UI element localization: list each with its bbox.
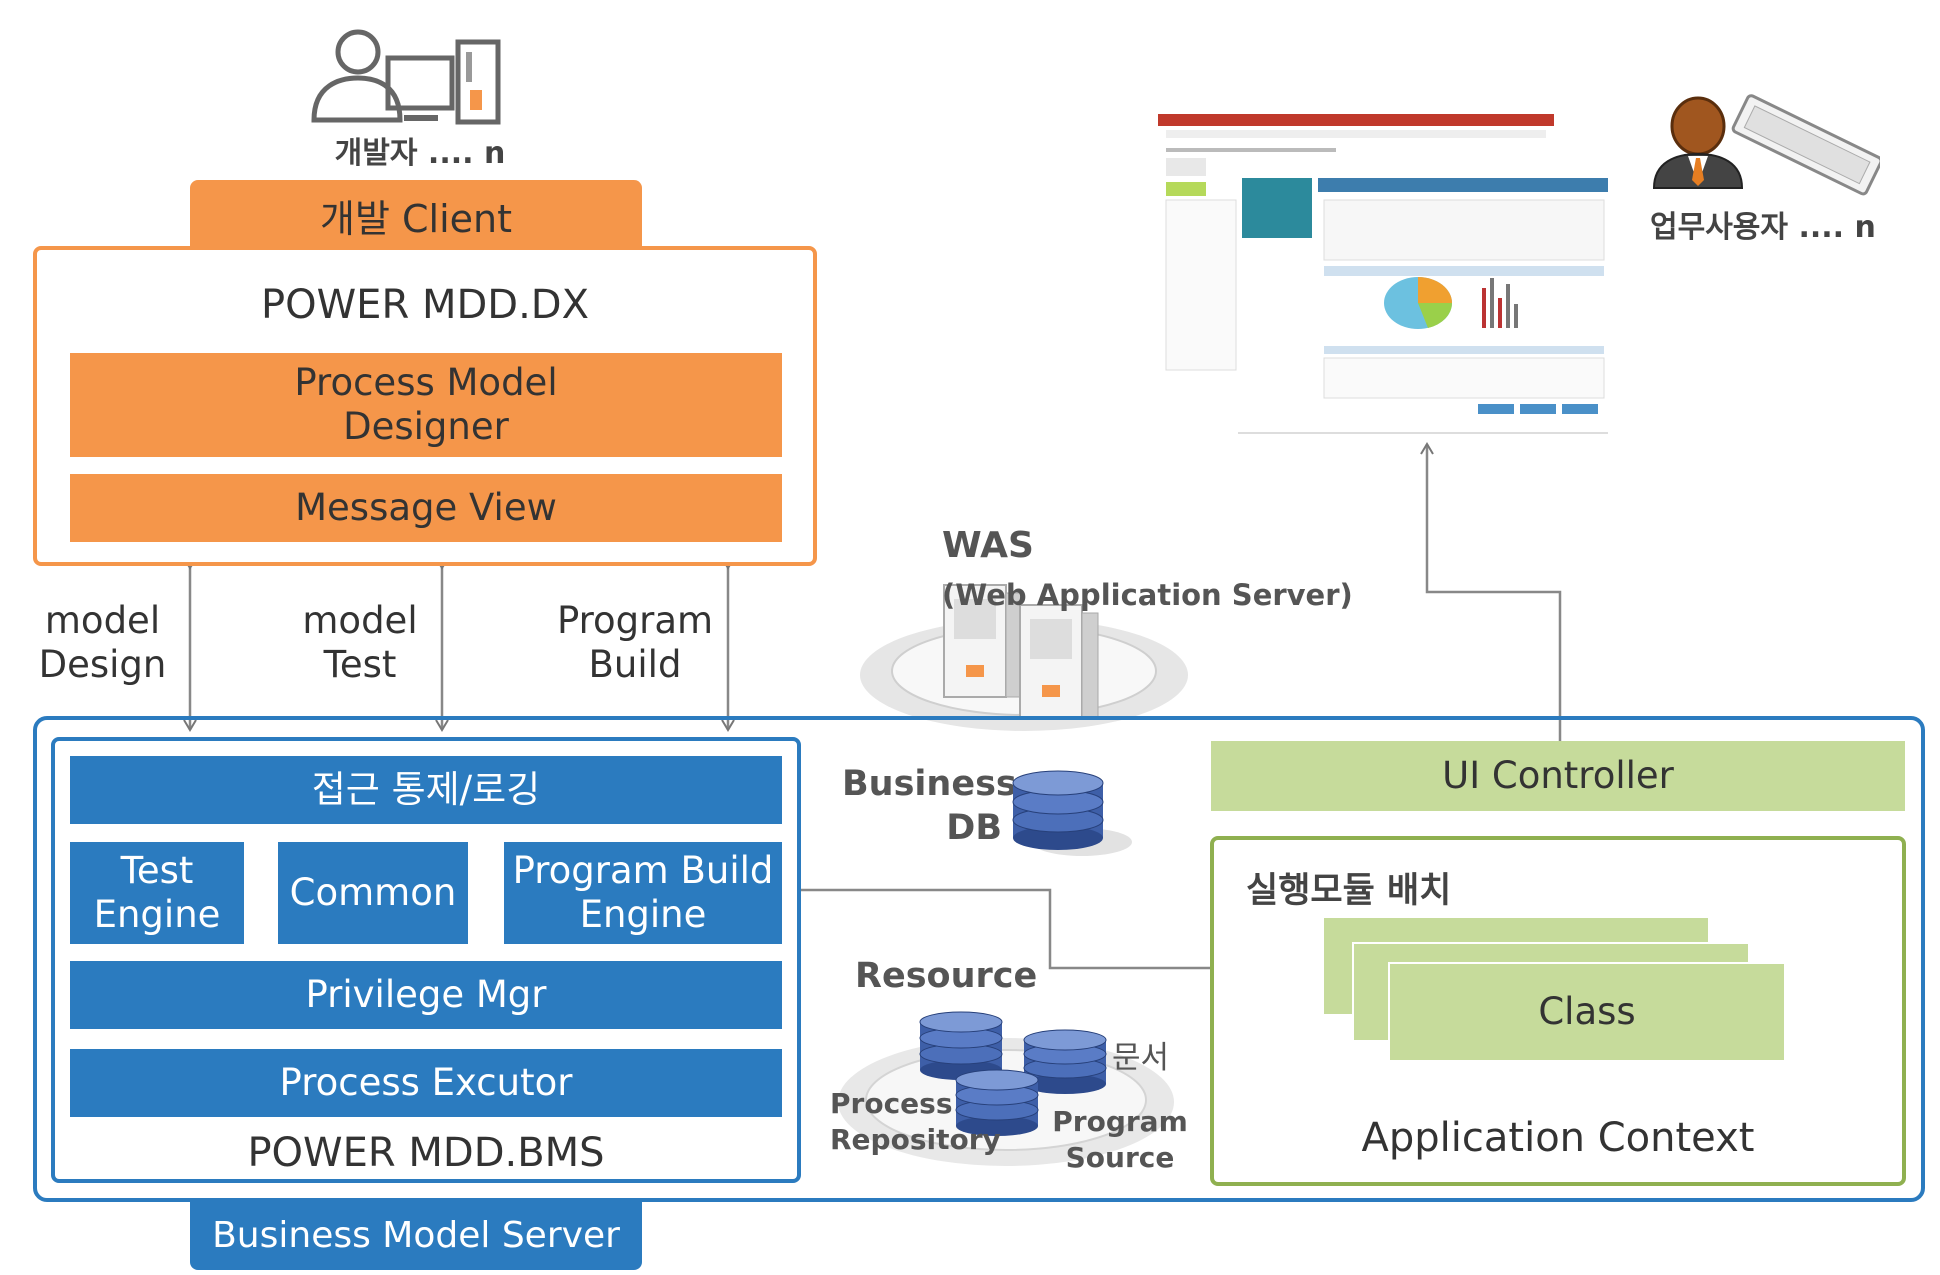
database-icon [1023, 1029, 1107, 1094]
database-icon [1012, 770, 1132, 856]
process-executor: Process Excutor [70, 1049, 782, 1117]
deploy-modules-label: 실행모듈 배치 [1246, 871, 1452, 911]
server-icon [860, 584, 1188, 731]
database-icon [955, 1069, 1039, 1136]
link-label-test: model Test [302, 599, 418, 686]
document-label: 문서 [1112, 1040, 1170, 1076]
developer-label: 개발자 .... n [334, 136, 506, 171]
business-ui-screenshot [1158, 108, 1618, 438]
class-box: Class [1388, 962, 1786, 1062]
access-control-logging: 접근 통제/로깅 [70, 756, 782, 824]
resource-repository-icon [838, 1011, 1174, 1166]
common-engine: Common [278, 842, 468, 944]
ui-controller: UI Controller [1211, 741, 1905, 811]
process-model-designer: Process Model Designer [70, 353, 782, 457]
link-label-design: model Design [38, 599, 167, 686]
dev-client-tab: 개발 Client [190, 180, 642, 250]
dx-title: POWER MDD.DX [261, 282, 589, 328]
deploy-connector [782, 888, 1318, 975]
was-title: WAS [942, 525, 1034, 566]
link-label-build: Program Build [556, 599, 714, 686]
program-source-label: Program Source [1052, 1105, 1188, 1174]
program-build-engine: Program Build Engine [504, 842, 782, 944]
database-icon [919, 1011, 1003, 1080]
application-context-title: Application Context [1361, 1115, 1755, 1161]
business-db-label: Business DB [842, 764, 1017, 848]
privilege-manager: Privilege Mgr [70, 961, 782, 1029]
developer-workstation-icon [311, 29, 501, 125]
bms-title: POWER MDD.BMS [247, 1130, 605, 1176]
business-model-server-tab: Business Model Server [190, 1200, 642, 1270]
business-model-server-frame [33, 716, 1925, 1202]
business-user-icon [1652, 94, 1880, 196]
was-subtitle: (Web Application Server) [942, 578, 1353, 612]
message-view: Message View [70, 474, 782, 542]
process-repository-label: Process Repository [830, 1087, 1001, 1156]
ui-output-connector [1420, 442, 1562, 742]
business-user-label: 업무사용자 .... n [1650, 210, 1876, 245]
test-engine: Test Engine [70, 842, 244, 944]
resource-title: Resource [855, 956, 1038, 996]
